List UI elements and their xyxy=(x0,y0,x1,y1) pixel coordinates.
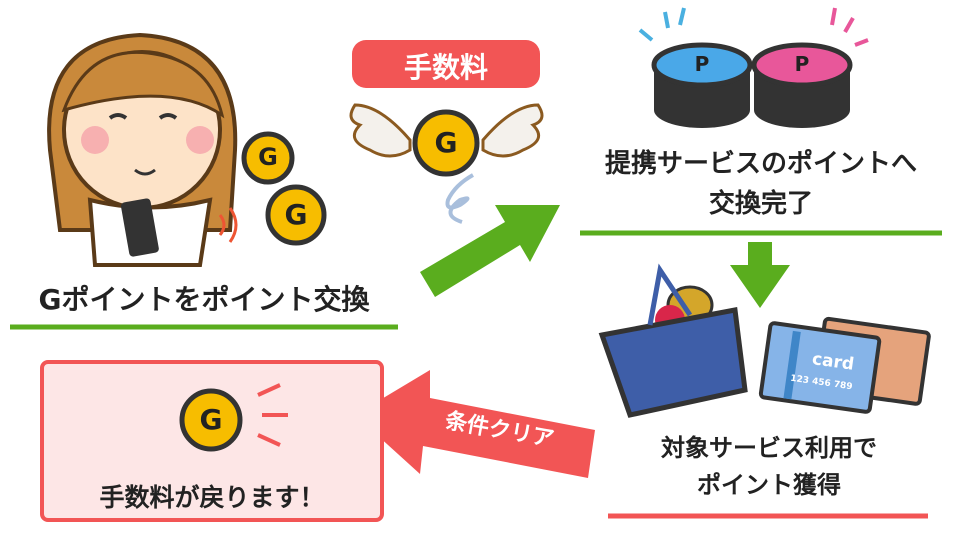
woman-illustration xyxy=(47,32,238,267)
credit-cards-icon xyxy=(758,316,931,414)
step3-line1: 対象サービス利用で xyxy=(661,434,877,462)
winged-coin-icon xyxy=(349,103,544,224)
green-arrow-right-icon xyxy=(420,205,560,297)
step2-line1: 提携サービスのポイントへ xyxy=(604,149,917,179)
point-coins-icon xyxy=(638,7,869,128)
red-arrow-left-icon xyxy=(355,370,595,478)
coin-letter: G xyxy=(434,126,458,159)
refund-coin-icon xyxy=(179,383,288,452)
coin-letter: G xyxy=(284,198,308,231)
step2-line2: 交換完了 xyxy=(708,189,813,219)
coin-letter: P xyxy=(794,52,810,76)
coin-letter: G xyxy=(258,143,278,171)
step3-line2: ポイント獲得 xyxy=(697,471,841,499)
shopping-basket-icon xyxy=(598,263,748,418)
green-arrow-down-icon xyxy=(730,242,790,308)
coin-letter: G xyxy=(199,403,223,436)
refund-text: 手数料が戻ります！ xyxy=(99,483,325,512)
fee-badge: 手数料 xyxy=(403,51,488,84)
coin-letter: P xyxy=(694,52,710,76)
step1-caption: Gポイントをポイント交換 xyxy=(38,283,370,316)
fee-badge-bg xyxy=(352,40,540,88)
g-coin-icon xyxy=(241,131,327,246)
